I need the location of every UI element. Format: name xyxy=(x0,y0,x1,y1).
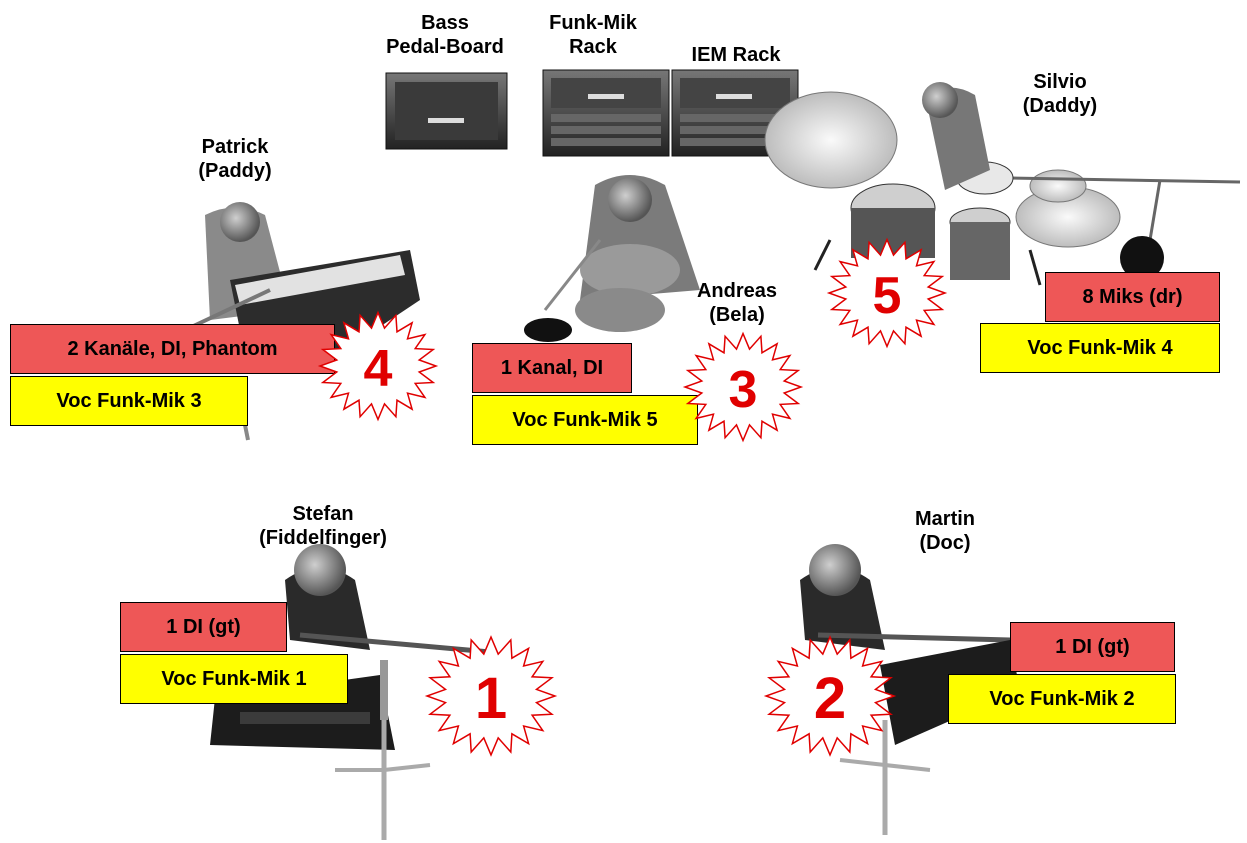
funk-mik-rack-figure xyxy=(542,69,670,157)
martin-channels-box: 1 DI (gt) xyxy=(1010,622,1175,672)
silvio-name: Silvio (Daddy) xyxy=(1022,71,1098,117)
iem-rack-label: IEM Rack xyxy=(691,44,781,66)
martin-name: Martin (Doc) xyxy=(915,508,975,554)
bass-pedal-board-figure xyxy=(385,72,508,150)
patrick-channels-box: 2 Kanäle, DI, Phantom xyxy=(10,324,335,374)
bass-pedal-board-label: Bass Pedal-Board xyxy=(386,12,504,58)
bass-player-figure xyxy=(524,175,700,342)
patrick-name: Patrick (Paddy) xyxy=(198,136,272,182)
andreas-voc-box: Voc Funk-Mik 5 xyxy=(472,395,698,445)
iem-rack-figure xyxy=(671,69,799,157)
funk-mik-rack-label: Funk-Mik Rack xyxy=(549,12,637,58)
patrick-voc-box: Voc Funk-Mik 3 xyxy=(10,376,248,426)
andreas-channels-box: 1 Kanal, DI xyxy=(472,343,632,393)
drum-kit-figure xyxy=(764,82,1241,286)
stefan-channels-box: 1 DI (gt) xyxy=(120,602,287,652)
silvio-voc-box: Voc Funk-Mik 4 xyxy=(980,323,1220,373)
silvio-channels-box: 8 Miks (dr) xyxy=(1045,272,1220,322)
andreas-name: Andreas (Bela) xyxy=(696,280,778,326)
martin-voc-box: Voc Funk-Mik 2 xyxy=(948,674,1176,724)
stefan-voc-box: Voc Funk-Mik 1 xyxy=(120,654,348,704)
stefan-name: Stefan (Fiddelfinger) xyxy=(259,503,387,549)
